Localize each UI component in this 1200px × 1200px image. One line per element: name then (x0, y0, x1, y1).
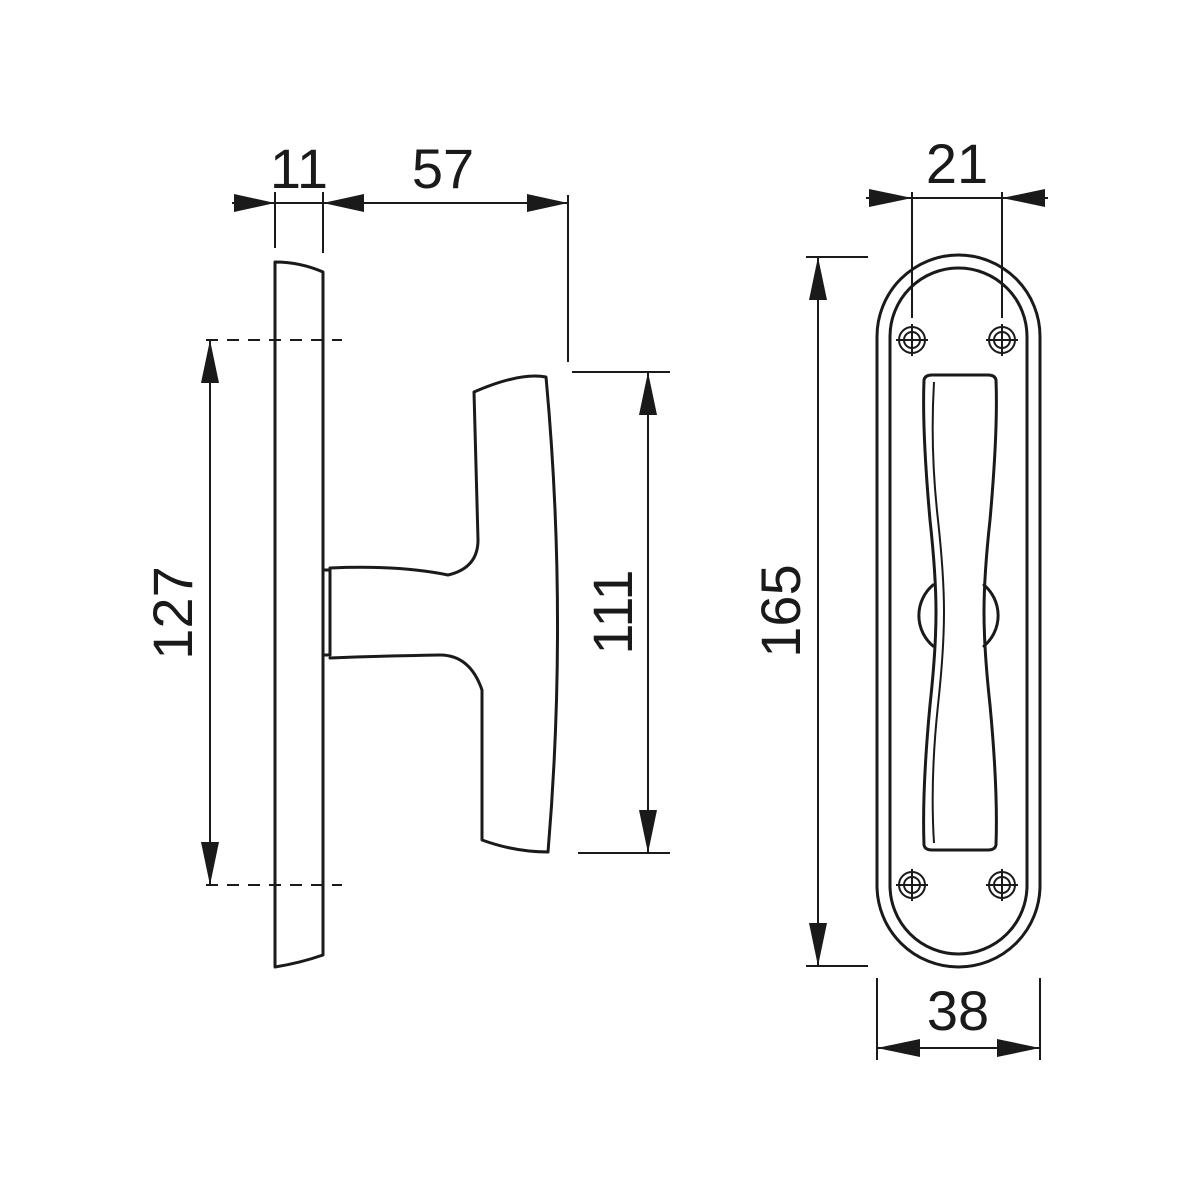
side-view: 11 57 127 111 (141, 137, 670, 969)
rose-plate-inner (888, 266, 1029, 956)
dim-label-38: 38 (927, 979, 989, 1042)
dimension-21: 21 (866, 132, 1048, 207)
spindle-boss (917, 583, 935, 648)
dimension-57: 57 (323, 137, 568, 212)
dim-label-57: 57 (412, 137, 474, 200)
dim-label-111: 111 (581, 569, 644, 654)
dimension-11: 11 (232, 137, 366, 212)
t-handle-grip (328, 374, 560, 854)
screw-hole-bottom-right-icon (986, 869, 1018, 901)
front-view: 21 165 38 (749, 132, 1048, 1060)
dim-label-127: 127 (141, 566, 204, 659)
screw-hole-top-right-icon (986, 324, 1018, 356)
dimension-127: 127 (141, 340, 219, 885)
screw-hole-bottom-left-icon (896, 869, 928, 901)
rose-plate-side (273, 260, 325, 969)
dim-label-165: 165 (749, 564, 812, 657)
rose-plate-outer (875, 253, 1042, 969)
t-handle-grip-front (922, 373, 998, 852)
screw-hole-top-left-icon (896, 324, 928, 356)
dim-label-11: 11 (270, 137, 328, 200)
dim-label-21: 21 (926, 132, 988, 195)
dimension-38: 38 (877, 979, 1040, 1057)
dimension-165: 165 (749, 257, 827, 966)
dimension-111: 111 (581, 372, 657, 853)
